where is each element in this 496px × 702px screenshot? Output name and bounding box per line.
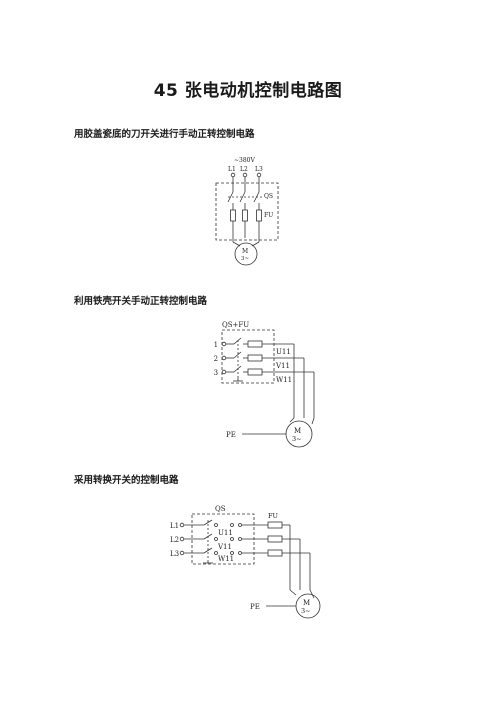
terminal-label-u11: U11	[276, 348, 291, 356]
motor-label: M	[303, 599, 310, 607]
terminal-label-v11: V11	[275, 362, 290, 370]
motor-phase-label: 3~	[241, 256, 249, 262]
line-label-l3: L3	[170, 550, 179, 558]
circuit-diagram-3: QS FU L1 L2 L3 U11 V11 W11 PE M 3~	[170, 505, 321, 619]
supply-label: ~380V	[234, 157, 255, 164]
ground-label: PE	[226, 431, 236, 439]
line-label-l2: L2	[170, 536, 179, 544]
line-label-l1: L1	[170, 522, 179, 530]
motor-phase-label: 3~	[292, 435, 302, 443]
motor-label: M	[294, 427, 301, 435]
page-title: 45 张电动机控制电路图	[153, 81, 343, 101]
section-heading-1: 用胶盖瓷底的刀开关进行手动正转控制电路	[74, 129, 255, 140]
terminal-label-w11: W11	[218, 555, 234, 563]
ground-label: PE	[250, 603, 260, 611]
fuse-label: FU	[268, 512, 279, 520]
device-label: QS+FU	[222, 321, 249, 329]
switch-label: QS	[215, 505, 226, 513]
terminal-label-w11: W11	[276, 376, 292, 384]
line-label-l1: L1	[228, 166, 236, 173]
circuit-diagram-1: ~380V L1 L2 L3 QS FU M 3~	[215, 157, 279, 266]
line-label-l2: L2	[214, 355, 218, 363]
switch-label: QS	[264, 193, 273, 200]
circuit-diagram-2: QS+FU L1 L2 L3 U11 V11 W11 PE M 3~	[214, 321, 315, 448]
section-heading-2: 利用铁壳开关手动正转控制电路	[74, 296, 208, 307]
line-label-l1: L1	[214, 341, 218, 349]
line-label-l3: L3	[255, 166, 263, 173]
terminal-label-v11: V11	[217, 543, 232, 551]
line-label-l2: L2	[240, 166, 248, 173]
line-label-l3: L3	[214, 369, 218, 377]
terminal-label-u11: U11	[218, 529, 233, 537]
motor-phase-label: 3~	[301, 607, 311, 615]
fuse-label: FU	[264, 212, 273, 219]
section-heading-3: 采用转换开关的控制电路	[74, 475, 179, 486]
motor-label: M	[242, 248, 248, 255]
